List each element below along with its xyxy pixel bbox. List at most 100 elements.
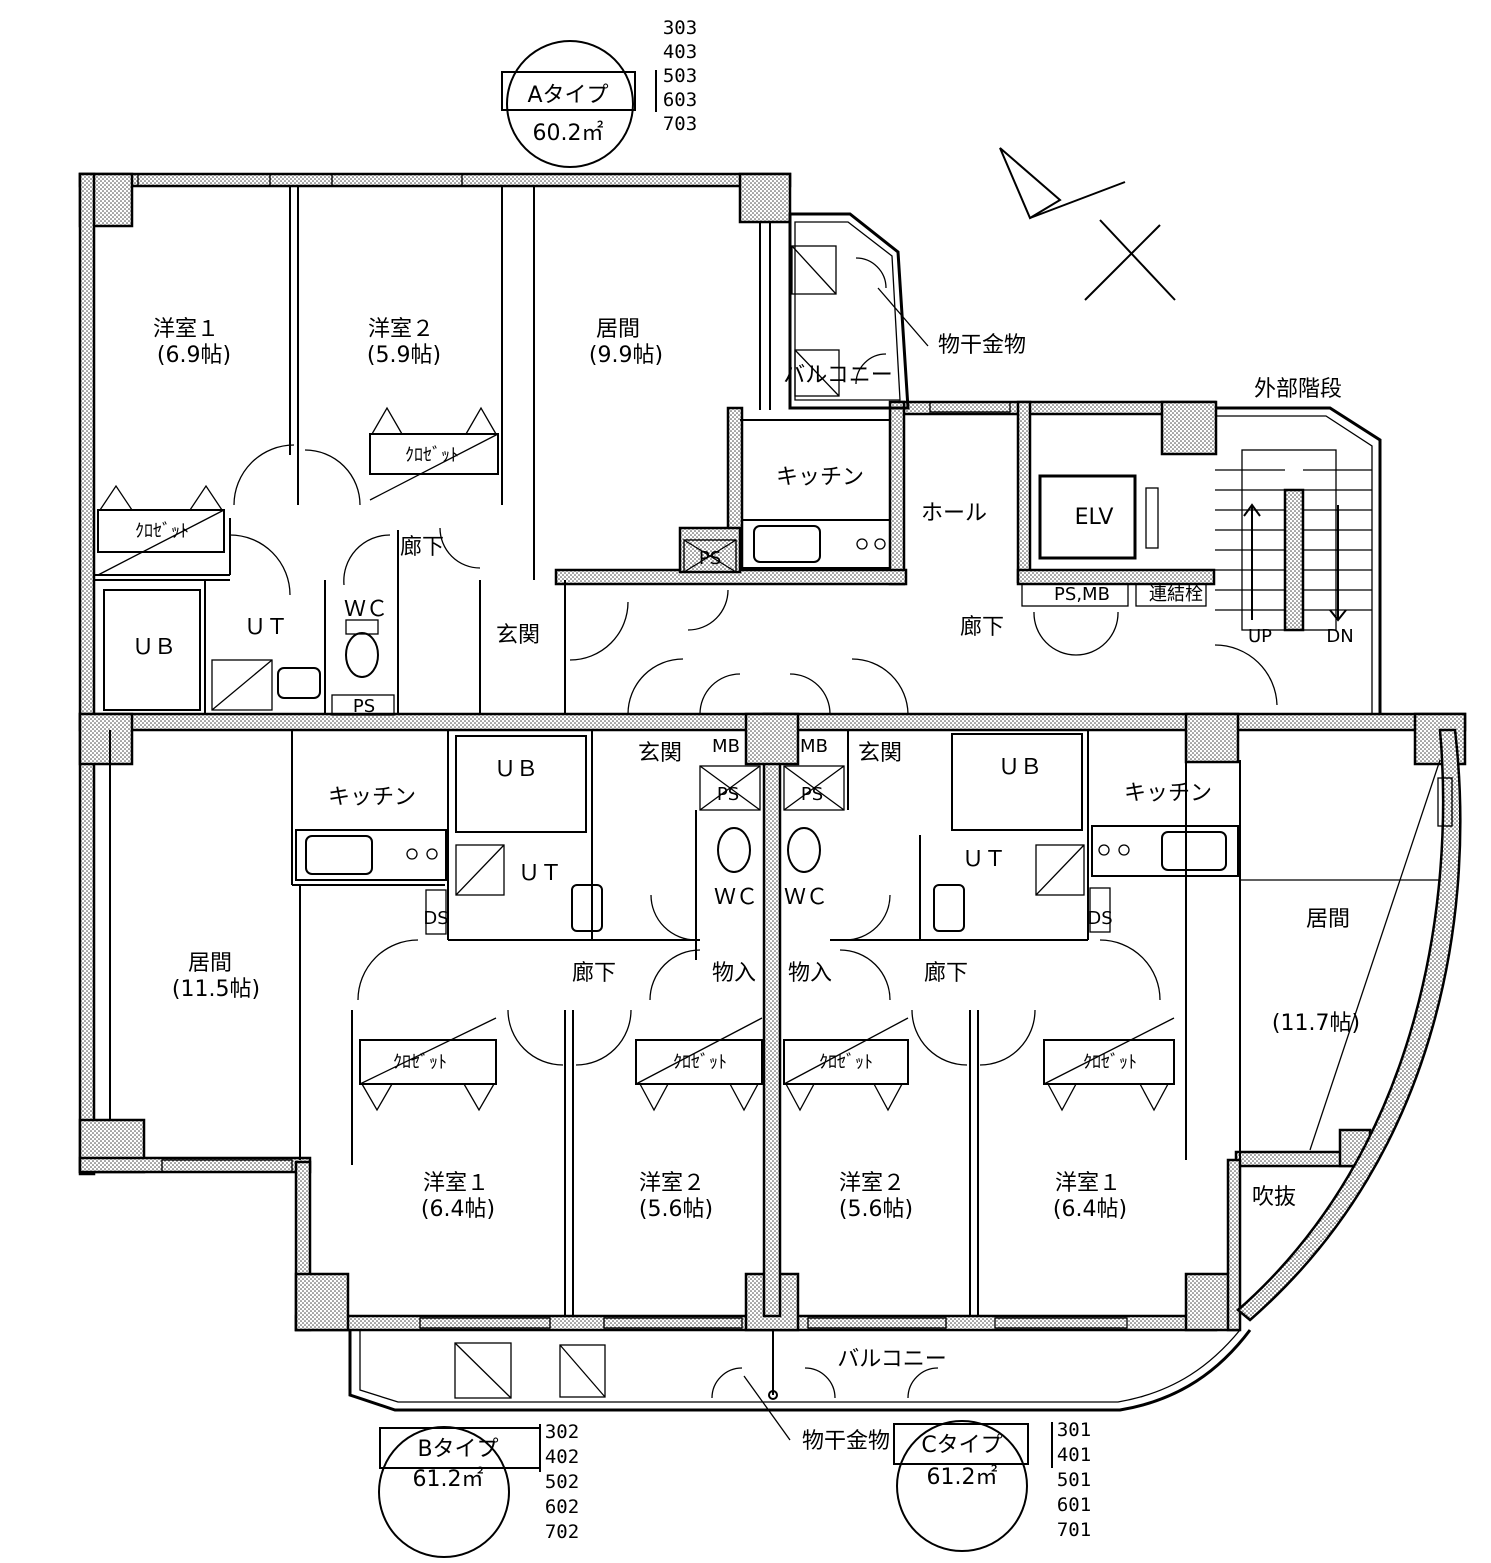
label-a-ima: 居間 [596,317,640,342]
size-b-ima: (11.5帖) [172,977,260,1002]
type-b-room-3: 502 [545,1471,579,1493]
type-c-room-3: 501 [1057,1469,1091,1491]
type-b-room-2: 402 [545,1446,579,1468]
label-c-genkan: 玄関 [858,741,902,766]
label-b-kitchen: キッチン [328,785,416,810]
partitions [94,186,1441,1316]
label-b-ima: 居間 [188,951,232,976]
label-a-balcony: バルコニー [783,363,893,388]
label-bc-balcony: バルコニー [837,1347,947,1372]
north-arrow-icon [999,147,1176,301]
label-c-ub: ＵＢ [998,755,1042,780]
label-b-genkan: 玄関 [638,741,682,766]
type-c-room-1: 301 [1057,1419,1091,1441]
type-b-room-5: 702 [545,1521,579,1543]
leader-lines [743,287,929,1441]
label-a-rouka: 廊下 [400,535,444,560]
label-a-youshitsu1: 洋室１ [153,317,219,342]
label-a-closet2: ｸﾛｾﾞｯﾄ [405,445,459,466]
label-b-ds: DS [423,908,448,929]
type-c-room-2: 401 [1057,1444,1091,1466]
label-c-ut: ＵＴ [962,847,1006,872]
type-b-room-1: 302 [545,1421,579,1443]
label-up: UP [1248,626,1272,647]
label-b-youshitsu1: 洋室１ [423,1171,489,1196]
label-bc-monohoshi: 物干金物 [802,1429,890,1454]
type-a-room-2: 403 [663,41,697,63]
label-c-youshitsu1: 洋室１ [1055,1171,1121,1196]
label-c-closet2: ｸﾛｾﾞｯﾄ [819,1052,873,1073]
type-a-room-1: 303 [663,17,697,39]
label-gaibu: 外部階段 [1254,377,1342,402]
label-c-kitchen: キッチン [1124,781,1212,806]
label-hall: ホール [921,501,987,526]
type-a-label: Aタイプ [527,83,608,108]
label-b-closet2: ｸﾛｾﾞｯﾄ [673,1052,727,1073]
label-b-ub: ＵＢ [494,757,538,782]
label-renketsu: 連結栓 [1149,584,1203,605]
label-a-ps1: PS [699,548,721,569]
size-c-youshitsu2: (5.6帖) [839,1197,913,1222]
size-a-youshitsu1: (6.9帖) [157,343,231,368]
label-a-ut: ＵＴ [244,615,288,640]
label-a-monohoshi: 物干金物 [938,333,1026,358]
label-b-mono-ire: 物入 [712,961,756,986]
label-a-genkan: 玄関 [496,623,540,648]
label-c-ps: PS [801,784,823,805]
label-c-youshitsu2: 洋室２ [839,1171,905,1196]
label-ps-mb: PS,MB [1054,584,1110,605]
type-b-badge: Bタイプ 61.2㎡ 302 402 502 602 702 [378,1421,579,1558]
balcony-bottom [348,1329,1252,1412]
type-c-label: Cタイプ [921,1433,1002,1458]
bath-fixtures [103,589,1085,932]
type-a-room-4: 603 [663,89,697,111]
shaft-boxes [331,539,1453,935]
windows [137,173,1128,1329]
label-core-rouka: 廊下 [960,615,1004,640]
type-b-area: 61.2㎡ [413,1466,484,1492]
label-b-wc: ＷＣ [714,885,758,910]
size-a-ima: (9.9帖) [589,343,663,368]
size-b-youshitsu1: (6.4帖) [421,1197,495,1222]
label-c-mb: MB [800,736,828,757]
type-a-room-5: 703 [663,113,697,135]
label-b-closet1: ｸﾛｾﾞｯﾄ [393,1052,447,1073]
external-stairs [1215,406,1382,714]
label-a-youshitsu2: 洋室２ [368,317,434,342]
type-a-area: 60.2㎡ [533,120,604,146]
size-c-ima: (11.7帖) [1272,1011,1360,1036]
label-c-ds: DS [1087,908,1112,929]
type-a-badge: Aタイプ 60.2㎡ 303 403 503 603 703 [501,17,697,168]
type-b-label: Bタイプ [417,1437,498,1462]
label-elv: ELV [1075,505,1114,530]
label-a-ub: ＵＢ [132,635,176,660]
type-c-area: 61.2㎡ [927,1464,998,1490]
type-c-room-4: 601 [1057,1494,1091,1516]
label-c-mono-ire: 物入 [788,961,832,986]
size-a-youshitsu2: (5.9帖) [367,343,441,368]
label-b-ps: PS [717,784,739,805]
type-c-badge: Cタイプ 61.2㎡ 301 401 501 601 701 [893,1419,1091,1552]
label-b-youshitsu2: 洋室２ [639,1171,705,1196]
balcony-top [788,212,910,410]
label-a-ps2: PS [353,696,375,717]
label-a-kitchen: キッチン [776,465,864,490]
elevator [1038,474,1159,560]
label-c-rouka: 廊下 [924,961,968,986]
size-c-youshitsu1: (6.4帖) [1053,1197,1127,1222]
label-c-closet1: ｸﾛｾﾞｯﾄ [1083,1052,1137,1073]
label-b-rouka: 廊下 [572,961,616,986]
label-b-mb: MB [712,736,740,757]
label-dn: DN [1326,626,1353,647]
type-c-room-5: 701 [1057,1519,1091,1541]
closets [97,406,1175,1112]
label-b-ut: ＵＴ [518,861,562,886]
label-c-ima: 居間 [1306,907,1350,932]
size-b-youshitsu2: (5.6帖) [639,1197,713,1222]
type-a-room-3: 503 [663,65,697,87]
label-fukinuke: 吹抜 [1252,1185,1296,1210]
type-b-room-4: 602 [545,1496,579,1518]
kitchen-counters [295,519,1239,881]
room-labels: 洋室１ (6.9帖) 洋室２ (5.9帖) 居間 (9.9帖) ｸﾛｾﾞｯﾄ ｸ… [132,317,1360,1454]
